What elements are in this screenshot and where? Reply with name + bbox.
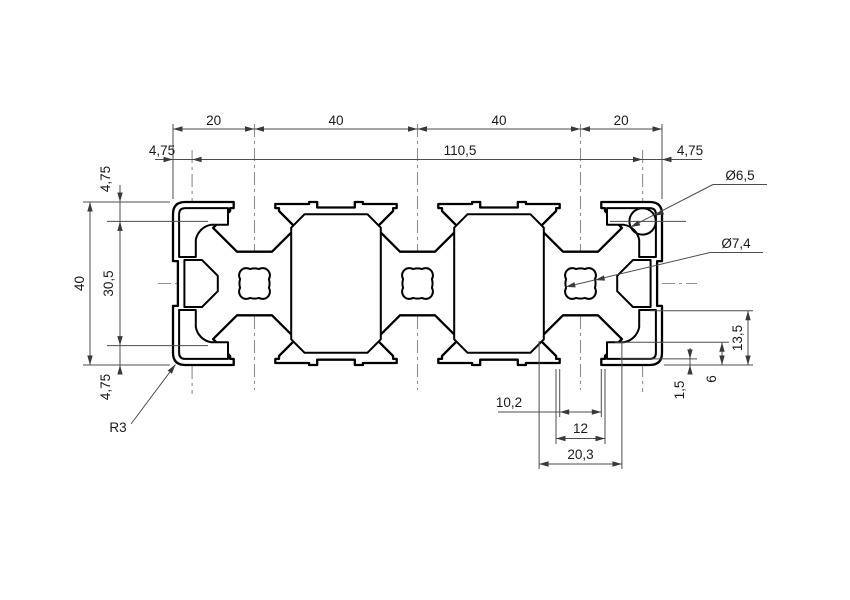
dim-top-20-right: 20: [614, 113, 629, 128]
dim-305: 30,5: [101, 270, 116, 296]
end-cavities: [183, 259, 652, 308]
dim-1105: 110,5: [444, 143, 477, 158]
dim-475-top-right: 4,75: [677, 143, 703, 158]
dim-top-20-left: 20: [206, 113, 221, 128]
dim-6: 6: [704, 375, 719, 383]
chamber-voids: [290, 213, 545, 354]
dim-203: 20,3: [567, 447, 593, 462]
leader-r3: R3: [109, 420, 126, 435]
dim-40-overall: 40: [72, 276, 87, 291]
dim-135: 13,5: [730, 325, 745, 351]
dim-475-left-lower: 4,75: [98, 374, 113, 400]
dim-top-40-left: 40: [328, 113, 343, 128]
dim-102: 10,2: [496, 395, 522, 410]
dim-top-40-right: 40: [491, 113, 506, 128]
leader-dia-65: Ø6,5: [725, 168, 754, 183]
dim-12: 12: [573, 421, 588, 436]
dim-475-top-left: 4,75: [149, 143, 175, 158]
dimension-labels: 20 40 40 20 4,75 110,5 4,75 4,75 40 30,5…: [72, 113, 755, 462]
dim-475-left-upper: 4,75: [98, 166, 113, 192]
dim-15: 1,5: [672, 381, 687, 400]
leader-dia-74: Ø7,4: [721, 236, 751, 251]
